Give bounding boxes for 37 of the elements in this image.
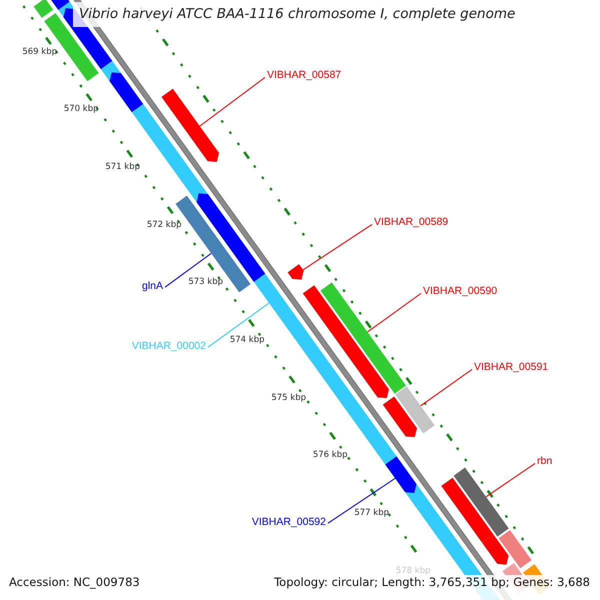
genome-stats-text: Topology: circular; Length: 3,765,351 bp; Genes: 3,688 [274, 575, 590, 589]
gene-label: VIBHAR_00591 [474, 361, 548, 373]
leader-line [366, 292, 422, 332]
gene-feature [498, 530, 532, 568]
gene-feature [320, 282, 406, 394]
scale-label: 571 kbp [105, 162, 140, 173]
gene-label: glnA [142, 280, 163, 292]
scale-label: 573 kbp [188, 277, 223, 288]
gene-label: VIBHAR_00590 [423, 285, 498, 297]
gene-feature [482, 534, 509, 565]
gene-label: VIBHAR_00002 [132, 340, 206, 352]
leader-line [164, 252, 212, 288]
leader-line [420, 368, 472, 406]
gene-feature [454, 468, 509, 537]
gene-label: VIBHAR_00587 [267, 69, 342, 81]
gene-feature [395, 386, 435, 434]
gene-feature [382, 396, 417, 438]
leader-line [199, 76, 266, 127]
scale-label: 577 kbp [354, 508, 389, 520]
gene-feature [34, 0, 54, 18]
scale-label: 575 kbp [271, 392, 306, 404]
gene-feature [288, 264, 304, 280]
gene-label: rbn [537, 455, 552, 467]
gene-feature [441, 478, 494, 543]
scale-label: 574 kbp [230, 335, 264, 346]
leader-line [302, 224, 372, 270]
leader-line [486, 462, 536, 498]
scale-label: 576 kbp [312, 450, 348, 462]
scale-label: 572 kbp [146, 220, 182, 231]
leader-line [208, 302, 270, 348]
scale-label: 570 kbp [64, 104, 98, 116]
accession-text: Accession: NC_009783 [9, 575, 140, 589]
leader-line [328, 478, 396, 524]
gene-feature [162, 88, 219, 162]
scale-label: 569 kbp [22, 46, 57, 58]
gene-label: VIBHAR_00592 [252, 516, 326, 528]
gene-label: VIBHAR_00589 [374, 216, 448, 228]
